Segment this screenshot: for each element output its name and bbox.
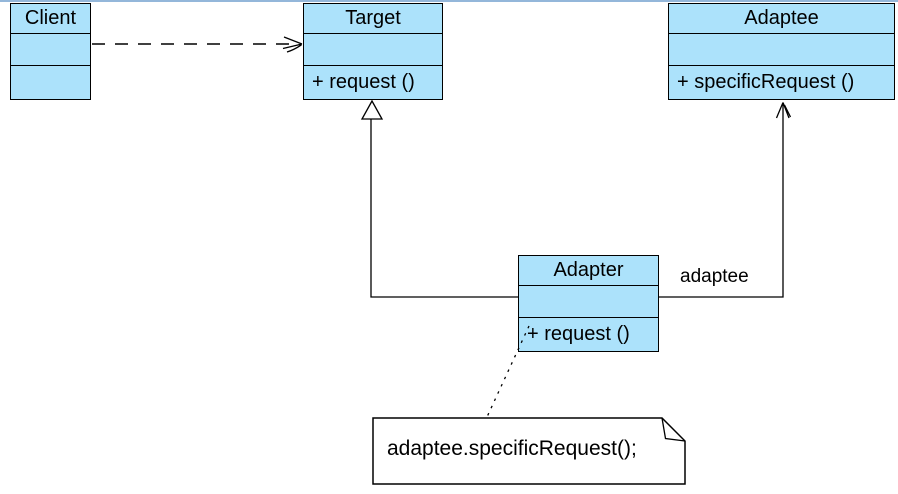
class-target-methods: + request () xyxy=(312,71,415,93)
note-text: adaptee.specificRequest(); xyxy=(387,437,637,460)
window-top-border xyxy=(0,0,898,2)
class-adaptee-name: Adaptee xyxy=(669,4,894,34)
class-adapter: Adapter + request () xyxy=(518,255,659,352)
class-adaptee-methods: + specificRequest () xyxy=(677,71,855,93)
class-client-methods xyxy=(11,66,90,99)
generalization-hollow-triangle-icon xyxy=(360,99,384,120)
class-adaptee: Adaptee + specificRequest () xyxy=(668,3,895,100)
association-open-arrowhead-icon xyxy=(775,102,792,119)
class-target-attributes xyxy=(304,34,442,66)
generalization-line-adapter-target xyxy=(370,119,518,298)
class-target-name: Target xyxy=(304,4,442,34)
class-client-attributes xyxy=(11,34,90,66)
class-adaptee-attributes xyxy=(669,34,894,66)
class-client-name: Client xyxy=(11,4,90,34)
dependency-open-arrowhead-icon xyxy=(282,36,303,53)
class-target: Target + request () xyxy=(303,3,443,100)
class-adapter-name: Adapter xyxy=(519,256,658,286)
association-role-label: adaptee xyxy=(680,266,749,287)
class-client: Client xyxy=(10,3,91,100)
class-adapter-attributes xyxy=(519,286,658,318)
class-adapter-methods: + request () xyxy=(527,323,630,345)
